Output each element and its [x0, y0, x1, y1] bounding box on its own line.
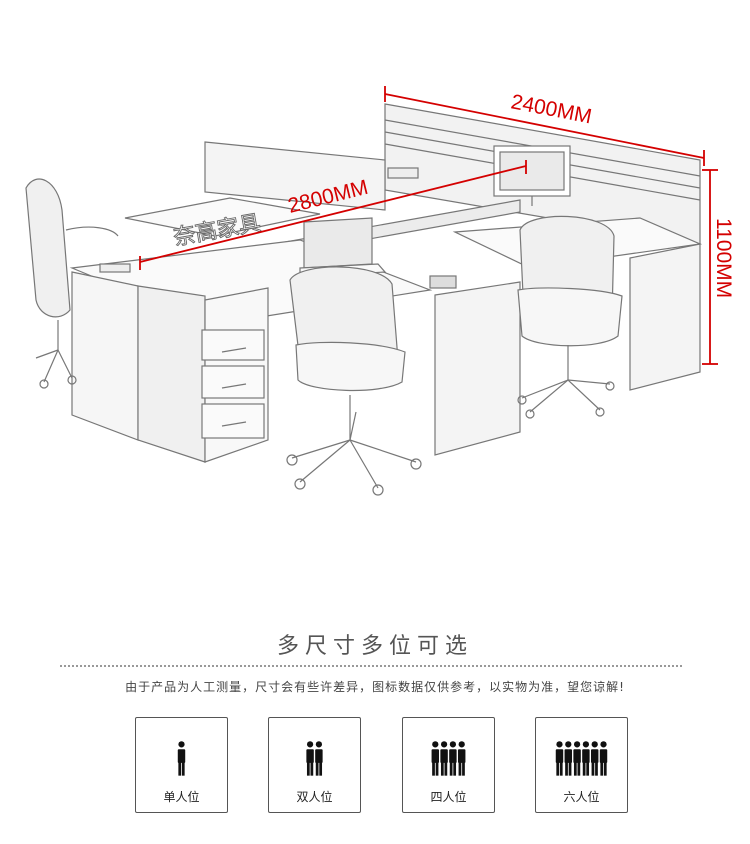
- person-figure: [177, 741, 186, 776]
- person-figure: [440, 741, 448, 776]
- person-figure: [599, 741, 608, 776]
- person-figure: [315, 741, 323, 776]
- width-dimension-label: 2400MM: [509, 90, 594, 128]
- person-figure: [457, 741, 466, 776]
- person-icon: [177, 741, 186, 776]
- seat-options: 单人位 双人位 四人位 六人位: [135, 717, 635, 815]
- people-icon: [555, 741, 608, 776]
- people-icon: [306, 741, 323, 776]
- option-label: 六人位: [563, 790, 600, 804]
- person-figure: [590, 741, 599, 776]
- workstation-illustration: 奈高家具 2400MM 2800MM 1100MM: [25, 86, 735, 496]
- person-figure: [573, 741, 581, 776]
- person-figure: [582, 741, 590, 776]
- option-double[interactable]: 双人位: [268, 717, 361, 813]
- people-icon: [431, 741, 466, 776]
- option-four[interactable]: 四人位: [402, 717, 495, 813]
- dotted-divider: [60, 665, 682, 667]
- option-label: 单人位: [163, 790, 200, 804]
- section-title: 多尺寸多位可选: [276, 634, 473, 659]
- option-six[interactable]: 六人位: [535, 717, 628, 813]
- option-label: 四人位: [430, 790, 467, 804]
- person-figure: [564, 741, 573, 776]
- option-label: 双人位: [296, 790, 333, 804]
- person-figure: [431, 741, 440, 776]
- option-single[interactable]: 单人位: [135, 717, 228, 813]
- height-dimension-label: 1100MM: [712, 218, 735, 298]
- person-figure: [449, 741, 457, 776]
- measurement-note: 由于产品为人工测量，尺寸会有些许差异，图标数据仅供参考，以实物为准，望您谅解!: [125, 680, 625, 694]
- person-figure: [306, 741, 314, 776]
- person-figure: [555, 741, 564, 776]
